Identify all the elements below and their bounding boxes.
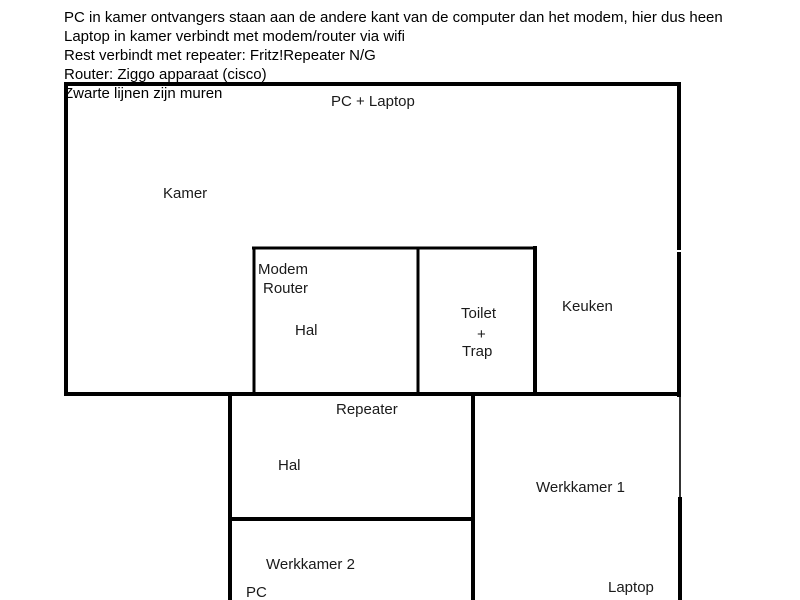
note-line-2: Laptop in kamer verbindt met modem/route…: [64, 28, 405, 45]
note-line-5: Zwarte lijnen zijn muren: [64, 85, 223, 102]
room-label-toilet-line1: Toilet: [461, 305, 497, 322]
room-label-keuken: Keuken: [562, 298, 613, 315]
note-line-3: Rest verbindt met repeater: Fritz!Repeat…: [64, 47, 376, 64]
room-label-hal-onder: Hal: [278, 457, 301, 474]
device-label-pc-laptop-kamer: PC + Laptop: [331, 93, 415, 110]
note-line-1: PC in kamer ontvangers staan aan de ande…: [64, 9, 723, 26]
device-label-repeater: Repeater: [336, 401, 398, 418]
room-label-kamer: Kamer: [163, 185, 207, 202]
device-label-laptop-werkkamer1: Laptop: [608, 579, 654, 596]
room-label-werkkamer2: Werkkamer 2: [266, 556, 355, 573]
notes-block: PC in kamer ontvangers staan aan de ande…: [64, 8, 784, 103]
device-label-pc-werkkamer2: PC: [246, 584, 267, 600]
room-label-toilet-line2: +: [477, 326, 486, 343]
note-line-4: Router: Ziggo apparaat (cisco): [64, 66, 267, 83]
room-label-hal-boven: Hal: [295, 322, 318, 339]
room-label-werkkamer1: Werkkamer 1: [536, 479, 625, 496]
room-label-toilet-line3: Trap: [462, 343, 492, 360]
device-label-router: Router: [263, 280, 308, 297]
device-label-modem: Modem: [258, 261, 308, 278]
